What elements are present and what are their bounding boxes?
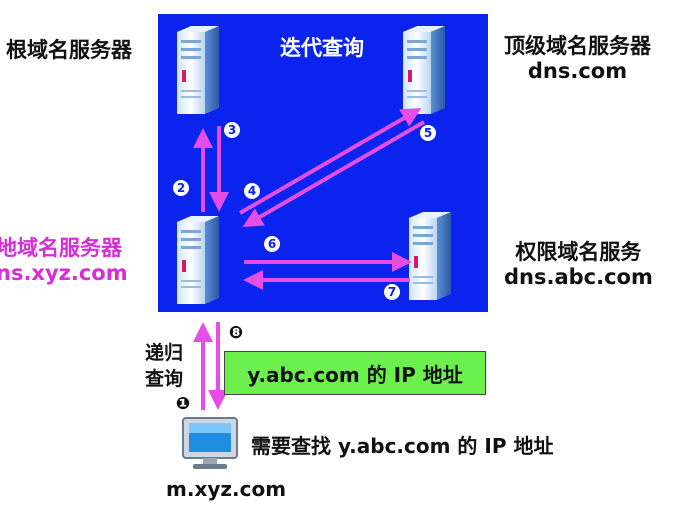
step-6-badge: 6 (264, 236, 280, 252)
arrow-step-4 (238, 107, 422, 215)
authoritative-server-label: 权限域名服务 dns.abc.com (504, 240, 653, 290)
svg-text:4: 4 (248, 184, 256, 198)
panel-title: 迭代查询 (280, 36, 364, 60)
recursive-label-line-2: 查询 (145, 368, 184, 390)
client-computer-icon (182, 417, 238, 469)
svg-text:6: 6 (268, 237, 276, 251)
tld-server-label: 顶级域名服务器 dns.com (504, 34, 651, 84)
authoritative-server-icon (409, 212, 451, 300)
recursive-query-label: 递归 查询 (145, 340, 183, 392)
root-server-label: 根域名服务器 (6, 38, 132, 62)
client-host-label: m.xyz.com (166, 477, 287, 501)
svg-text:2: 2 (177, 181, 185, 195)
svg-text:5: 5 (424, 126, 432, 140)
tld-server-icon (403, 26, 445, 114)
root-server-icon (177, 26, 219, 114)
authoritative-server-name: 权限域名服务 (515, 240, 642, 264)
answer-text: y.abc.com 的 IP 地址 (247, 362, 463, 387)
client-query-text: 需要查找 y.abc.com 的 IP 地址 (251, 434, 554, 458)
answer-box: y.abc.com 的 IP 地址 (224, 351, 486, 395)
step-5-badge: 5 (420, 125, 436, 141)
svg-text:3: 3 (228, 123, 236, 137)
local-server-icon (177, 216, 219, 304)
local-server-name: 地域名服务器 (0, 236, 122, 260)
arrow-step-5 (242, 120, 426, 228)
step-1-badge: ❶ (176, 394, 190, 414)
step-7-badge: 7 (384, 284, 400, 300)
tld-server-name: 顶级域名服务器 (504, 34, 651, 58)
tld-server-domain: dns.com (527, 59, 628, 83)
step-4-badge: 4 (244, 183, 260, 199)
authoritative-server-domain: dns.abc.com (504, 265, 653, 289)
local-server-domain: ns.xyz.com (0, 261, 128, 285)
step-3-badge: 3 (224, 122, 240, 138)
step-2-badge: 2 (173, 180, 189, 196)
svg-text:7: 7 (388, 285, 396, 299)
local-server-label: 地域名服务器 ns.xyz.com (0, 236, 128, 286)
step-8-badge: ❽ (229, 323, 243, 343)
recursive-label-line-1: 递归 (145, 342, 184, 364)
